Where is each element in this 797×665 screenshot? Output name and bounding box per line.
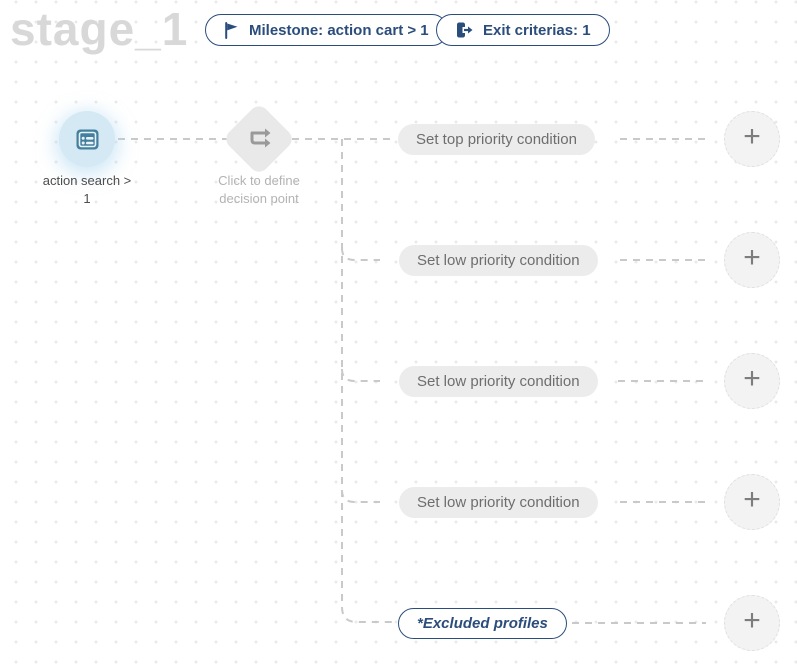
branch-pill-low-priority-3[interactable]: Set low priority condition: [399, 487, 598, 518]
add-node-button-1[interactable]: +: [724, 111, 780, 167]
branch-pill-low-priority-1[interactable]: Set low priority condition: [399, 245, 598, 276]
milestone-button-label: Milestone: action cart > 1: [249, 21, 429, 39]
milestone-button[interactable]: Milestone: action cart > 1: [205, 14, 448, 46]
flag-icon: [225, 21, 238, 39]
list-card-icon: [76, 129, 98, 149]
add-node-button-2[interactable]: +: [724, 232, 780, 288]
exit-icon: [457, 22, 473, 38]
entry-node-label: action search > 1: [7, 172, 167, 207]
branch-arrows-icon: [250, 128, 271, 148]
plus-icon: +: [743, 604, 761, 637]
branch-pill-excluded-profiles[interactable]: *Excluded profiles: [398, 608, 567, 639]
decision-node-label: Click to define decision point: [184, 172, 334, 207]
add-node-button-5[interactable]: +: [724, 595, 780, 651]
decision-node[interactable]: [222, 102, 296, 176]
stage-title: stage_1: [10, 3, 189, 55]
plus-icon: +: [743, 241, 761, 274]
entry-node[interactable]: [59, 111, 115, 167]
add-node-button-4[interactable]: +: [724, 474, 780, 530]
decision-node-label-line2: decision point: [219, 190, 299, 206]
exit-criterias-button-label: Exit criterias: 1: [483, 21, 591, 39]
plus-icon: +: [743, 483, 761, 516]
exit-criterias-button[interactable]: Exit criterias: 1: [436, 14, 610, 46]
branch-pill-low-priority-2[interactable]: Set low priority condition: [399, 366, 598, 397]
entry-node-label-line1: action search >: [42, 173, 132, 188]
plus-icon: +: [743, 362, 761, 395]
plus-icon: +: [743, 120, 761, 153]
branch-pill-top-priority[interactable]: Set top priority condition: [398, 124, 595, 155]
add-node-button-3[interactable]: +: [724, 353, 780, 409]
decision-node-label-line1: Click to define: [218, 173, 300, 188]
entry-node-label-line2: 1: [83, 190, 91, 206]
